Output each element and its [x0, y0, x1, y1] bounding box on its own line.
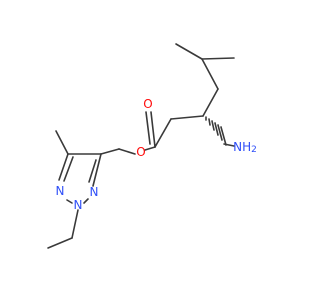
- bond: [100, 148, 120, 155]
- ester-oxygen-label: O: [136, 145, 145, 159]
- bond: [118, 148, 136, 155]
- bond: [202, 88, 219, 117]
- bond: [150, 111, 156, 148]
- bond: [92, 153, 102, 187]
- bond: [170, 115, 204, 120]
- hashed-wedge-bond: [205, 116, 227, 146]
- bond: [47, 237, 73, 249]
- bond: [71, 209, 79, 239]
- bond: [223, 143, 235, 147]
- bond: [201, 58, 219, 90]
- triazole-n3-label: N: [90, 185, 99, 199]
- bond: [66, 199, 73, 204]
- bond: [88, 159, 97, 183]
- triazole-n1-label: N: [56, 184, 65, 198]
- bond: [83, 198, 89, 204]
- bond: [144, 146, 156, 151]
- carbonyl-oxygen-label: O: [143, 97, 152, 111]
- bond: [63, 156, 74, 182]
- amine-label: NH2: [233, 140, 257, 155]
- molecule-structure: O O NH2 N N N: [47, 43, 257, 249]
- triazole-n2-label: N: [74, 198, 83, 212]
- bond: [145, 111, 151, 145]
- bond: [55, 130, 69, 155]
- bond: [175, 43, 203, 60]
- bond: [154, 118, 172, 148]
- bond: [201, 57, 235, 60]
- bond: [58, 153, 69, 181]
